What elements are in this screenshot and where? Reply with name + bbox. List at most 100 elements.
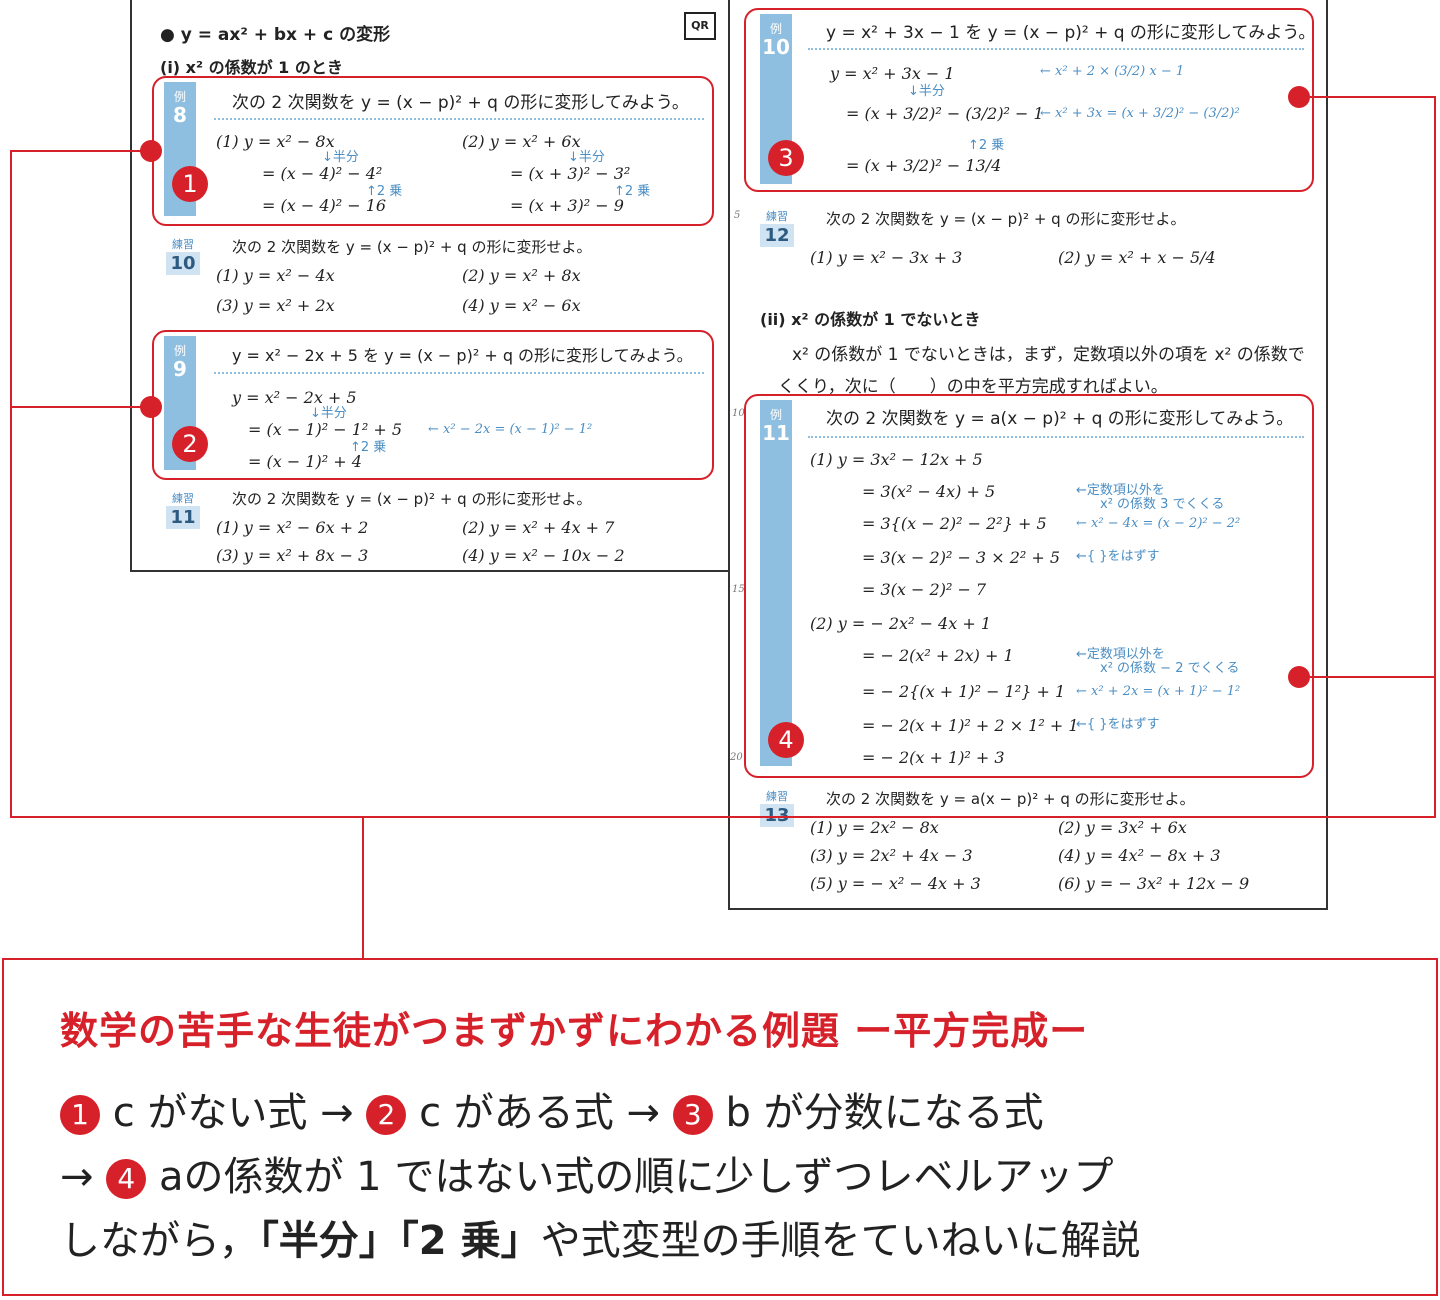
example-number: 11 bbox=[762, 421, 790, 445]
ex11-p2-line4: = − 2(x + 1)² + 2 × 1² + 1 bbox=[862, 716, 1079, 735]
example-11-label: 例 11 bbox=[760, 400, 792, 766]
practice-13-item-4: (4) y = 4x² − 8x + 3 bbox=[1058, 846, 1221, 865]
summary-line-1: 1 c がない式 → 2 c がある式 → 3 b が分数になる式 bbox=[60, 1080, 1044, 1138]
practice-tag: 練習 bbox=[172, 238, 194, 251]
connector-dot-ex9 bbox=[140, 396, 162, 418]
practice-12-item-2: (2) y = x² + x − 5/4 bbox=[1058, 248, 1216, 267]
practice-13-prompt: 次の 2 次関数を y = a(x − p)² + q の形に変形せよ。 bbox=[826, 790, 1195, 808]
ex9-nijo: ↑2 乗 bbox=[350, 440, 387, 455]
example-11-prompt: 次の 2 次関数を y = a(x − p)² + q の形に変形してみよう。 bbox=[826, 409, 1294, 429]
rei-label: 例 bbox=[173, 344, 186, 358]
ex10-note1: ← x² + 2 × (3/2) x − 1 bbox=[1040, 64, 1185, 79]
line-number-5: 5 bbox=[734, 210, 741, 221]
ex8-p2-line3: = (x + 3)² − 9 bbox=[510, 196, 624, 215]
connector-dot-ex8 bbox=[140, 140, 162, 162]
section-ii-paragraph-2: くくり，次に（ ）の中を平方完成すればよい。 bbox=[778, 377, 1168, 397]
practice-10-item-3: (3) y = x² + 2x bbox=[216, 296, 335, 315]
connector-left-to-ex9 bbox=[10, 406, 152, 408]
ex11-p2-line3: = − 2{(x + 1)² − 1²} + 1 bbox=[862, 682, 1066, 701]
connector-right-to-ex10 bbox=[1310, 96, 1436, 98]
practice-tag: 練習 bbox=[766, 790, 788, 803]
example-8-prompt: 次の 2 次関数を y = (x − p)² + q の形に変形してみよう。 bbox=[232, 93, 689, 113]
summary-line-3-end: や式変型の手順をていねいに解説 bbox=[540, 1218, 1141, 1264]
ex10-line1: y = x² + 3x − 1 bbox=[830, 64, 955, 83]
connector-dot-ex10 bbox=[1288, 86, 1310, 108]
connector-right-vertical bbox=[1434, 96, 1436, 818]
practice-12-item-1: (1) y = x² − 3x + 3 bbox=[810, 248, 963, 267]
example-11-highlight bbox=[744, 394, 1314, 778]
summary-step-3: b が分数になる式 bbox=[712, 1090, 1044, 1136]
left-textbook-page bbox=[130, 0, 732, 572]
practice-number: 10 bbox=[166, 252, 200, 275]
badge-1-inline: 1 bbox=[60, 1095, 100, 1135]
ex8-p2-nijo: ↑2 乗 bbox=[614, 184, 651, 199]
ex11-p1-line1: (1) y = 3x² − 12x + 5 bbox=[810, 450, 983, 469]
section-ii-heading: (ii) x² の係数が 1 でないとき bbox=[760, 310, 981, 329]
ex10-note2: ← x² + 3x = (x + 3/2)² − (3/2)² bbox=[1040, 106, 1240, 121]
practice-10-item-2: (2) y = x² + 8x bbox=[462, 266, 581, 285]
summary-line-3-start: しながら， bbox=[60, 1218, 259, 1264]
badge-1: 1 bbox=[172, 166, 208, 202]
ex10-line3: = (x + 3/2)² − 13/4 bbox=[846, 156, 1002, 175]
ex8-p1-hanbun: ↓半分 bbox=[322, 150, 359, 165]
badge-3-inline: 3 bbox=[672, 1095, 713, 1135]
ex8-p2-line2: = (x + 3)² − 3² bbox=[510, 164, 631, 183]
example-9-prompt: y = x² − 2x + 5 を y = (x − p)² + q の形に変形… bbox=[232, 346, 693, 365]
practice-11-prompt: 次の 2 次関数を y = (x − p)² + q の形に変形せよ。 bbox=[232, 490, 592, 508]
ex10-line2: = (x + 3/2)² − (3/2)² − 1 bbox=[846, 104, 1044, 123]
ex9-note: ← x² − 2x = (x − 1)² − 1² bbox=[428, 422, 593, 437]
practice-11-item-1: (1) y = x² − 6x + 2 bbox=[216, 518, 369, 537]
practice-10-prompt: 次の 2 次関数を y = (x − p)² + q の形に変形せよ。 bbox=[232, 238, 592, 256]
ex8-p2-line1: (2) y = x² + 6x bbox=[462, 132, 581, 151]
example-10-prompt: y = x² + 3x − 1 を y = (x − p)² + q の形に変形… bbox=[826, 23, 1316, 43]
example-11-divider bbox=[808, 436, 1304, 438]
example-9-divider bbox=[214, 372, 704, 374]
ex11-p1-note3: ← x² − 4x = (x − 2)² − 2² bbox=[1076, 516, 1241, 531]
connector-down-to-summary bbox=[362, 816, 364, 960]
badge-4-inline: 4 bbox=[106, 1159, 147, 1199]
summary-step-2: c がある式 → bbox=[406, 1090, 673, 1136]
line-number-10: 10 bbox=[732, 408, 745, 419]
ex10-nijo: ↑2 乗 bbox=[968, 138, 1005, 153]
rei-label: 例 bbox=[173, 90, 186, 104]
practice-number: 11 bbox=[166, 506, 200, 529]
ex11-p2-note4: ←{ }をはずす bbox=[1076, 717, 1160, 732]
ex11-p1-line2: = 3(x² − 4x) + 5 bbox=[862, 482, 996, 501]
section-ii-paragraph-1: x² の係数が 1 でないときは，まず，定数項以外の項を x² の係数で bbox=[792, 345, 1305, 365]
ex8-p2-hanbun: ↓半分 bbox=[568, 150, 605, 165]
ex11-p2-note2: x² の係数 − 2 でくくる bbox=[1100, 661, 1240, 676]
summary-arrow: → bbox=[60, 1154, 107, 1200]
ex8-p1-line1: (1) y = x² − 8x bbox=[216, 132, 335, 151]
practice-number: 12 bbox=[760, 224, 794, 247]
practice-11-item-3: (3) y = x² + 8x − 3 bbox=[216, 546, 369, 565]
ex11-p1-note2: x² の係数 3 でくくる bbox=[1100, 497, 1225, 512]
ex11-p1-note4: ←{ }をはずす bbox=[1076, 549, 1160, 564]
example-10-divider bbox=[808, 48, 1304, 50]
ex8-p1-nijo: ↑2 乗 bbox=[366, 184, 403, 199]
example-number: 10 bbox=[762, 35, 790, 59]
qr-icon[interactable]: QR bbox=[684, 12, 716, 40]
connector-left-vertical bbox=[10, 150, 12, 818]
practice-13-label: 練習 13 bbox=[760, 788, 794, 827]
ex10-hanbun: ↓半分 bbox=[908, 84, 945, 99]
line-number-15: 15 bbox=[732, 584, 745, 595]
example-number: 9 bbox=[173, 357, 187, 381]
ex11-p2-line5: = − 2(x + 1)² + 3 bbox=[862, 748, 1005, 767]
badge-4: 4 bbox=[768, 722, 804, 758]
practice-tag: 練習 bbox=[766, 210, 788, 223]
practice-12-prompt: 次の 2 次関数を y = (x − p)² + q の形に変形せよ。 bbox=[826, 210, 1186, 228]
practice-10-item-1: (1) y = x² − 4x bbox=[216, 266, 335, 285]
ex11-p1-line4: = 3(x − 2)² − 3 × 2² + 5 bbox=[862, 548, 1061, 567]
practice-10-label: 練習 10 bbox=[166, 236, 200, 275]
example-8-divider bbox=[214, 118, 704, 120]
practice-11-label: 練習 11 bbox=[166, 490, 200, 529]
summary-step-1: c がない式 → bbox=[100, 1090, 367, 1136]
connector-left-to-ex8 bbox=[10, 150, 152, 152]
practice-tag: 練習 bbox=[172, 492, 194, 505]
ex11-p1-line3: = 3{(x − 2)² − 2²} + 5 bbox=[862, 514, 1047, 533]
rei-label: 例 bbox=[769, 408, 782, 422]
example-number: 8 bbox=[173, 103, 187, 127]
summary-box bbox=[2, 958, 1438, 1296]
practice-13-item-3: (3) y = 2x² + 4x − 3 bbox=[810, 846, 973, 865]
summary-line-2: → 4 aの係数が 1 ではない式の順に少しずつレベルアップ bbox=[60, 1144, 1114, 1202]
